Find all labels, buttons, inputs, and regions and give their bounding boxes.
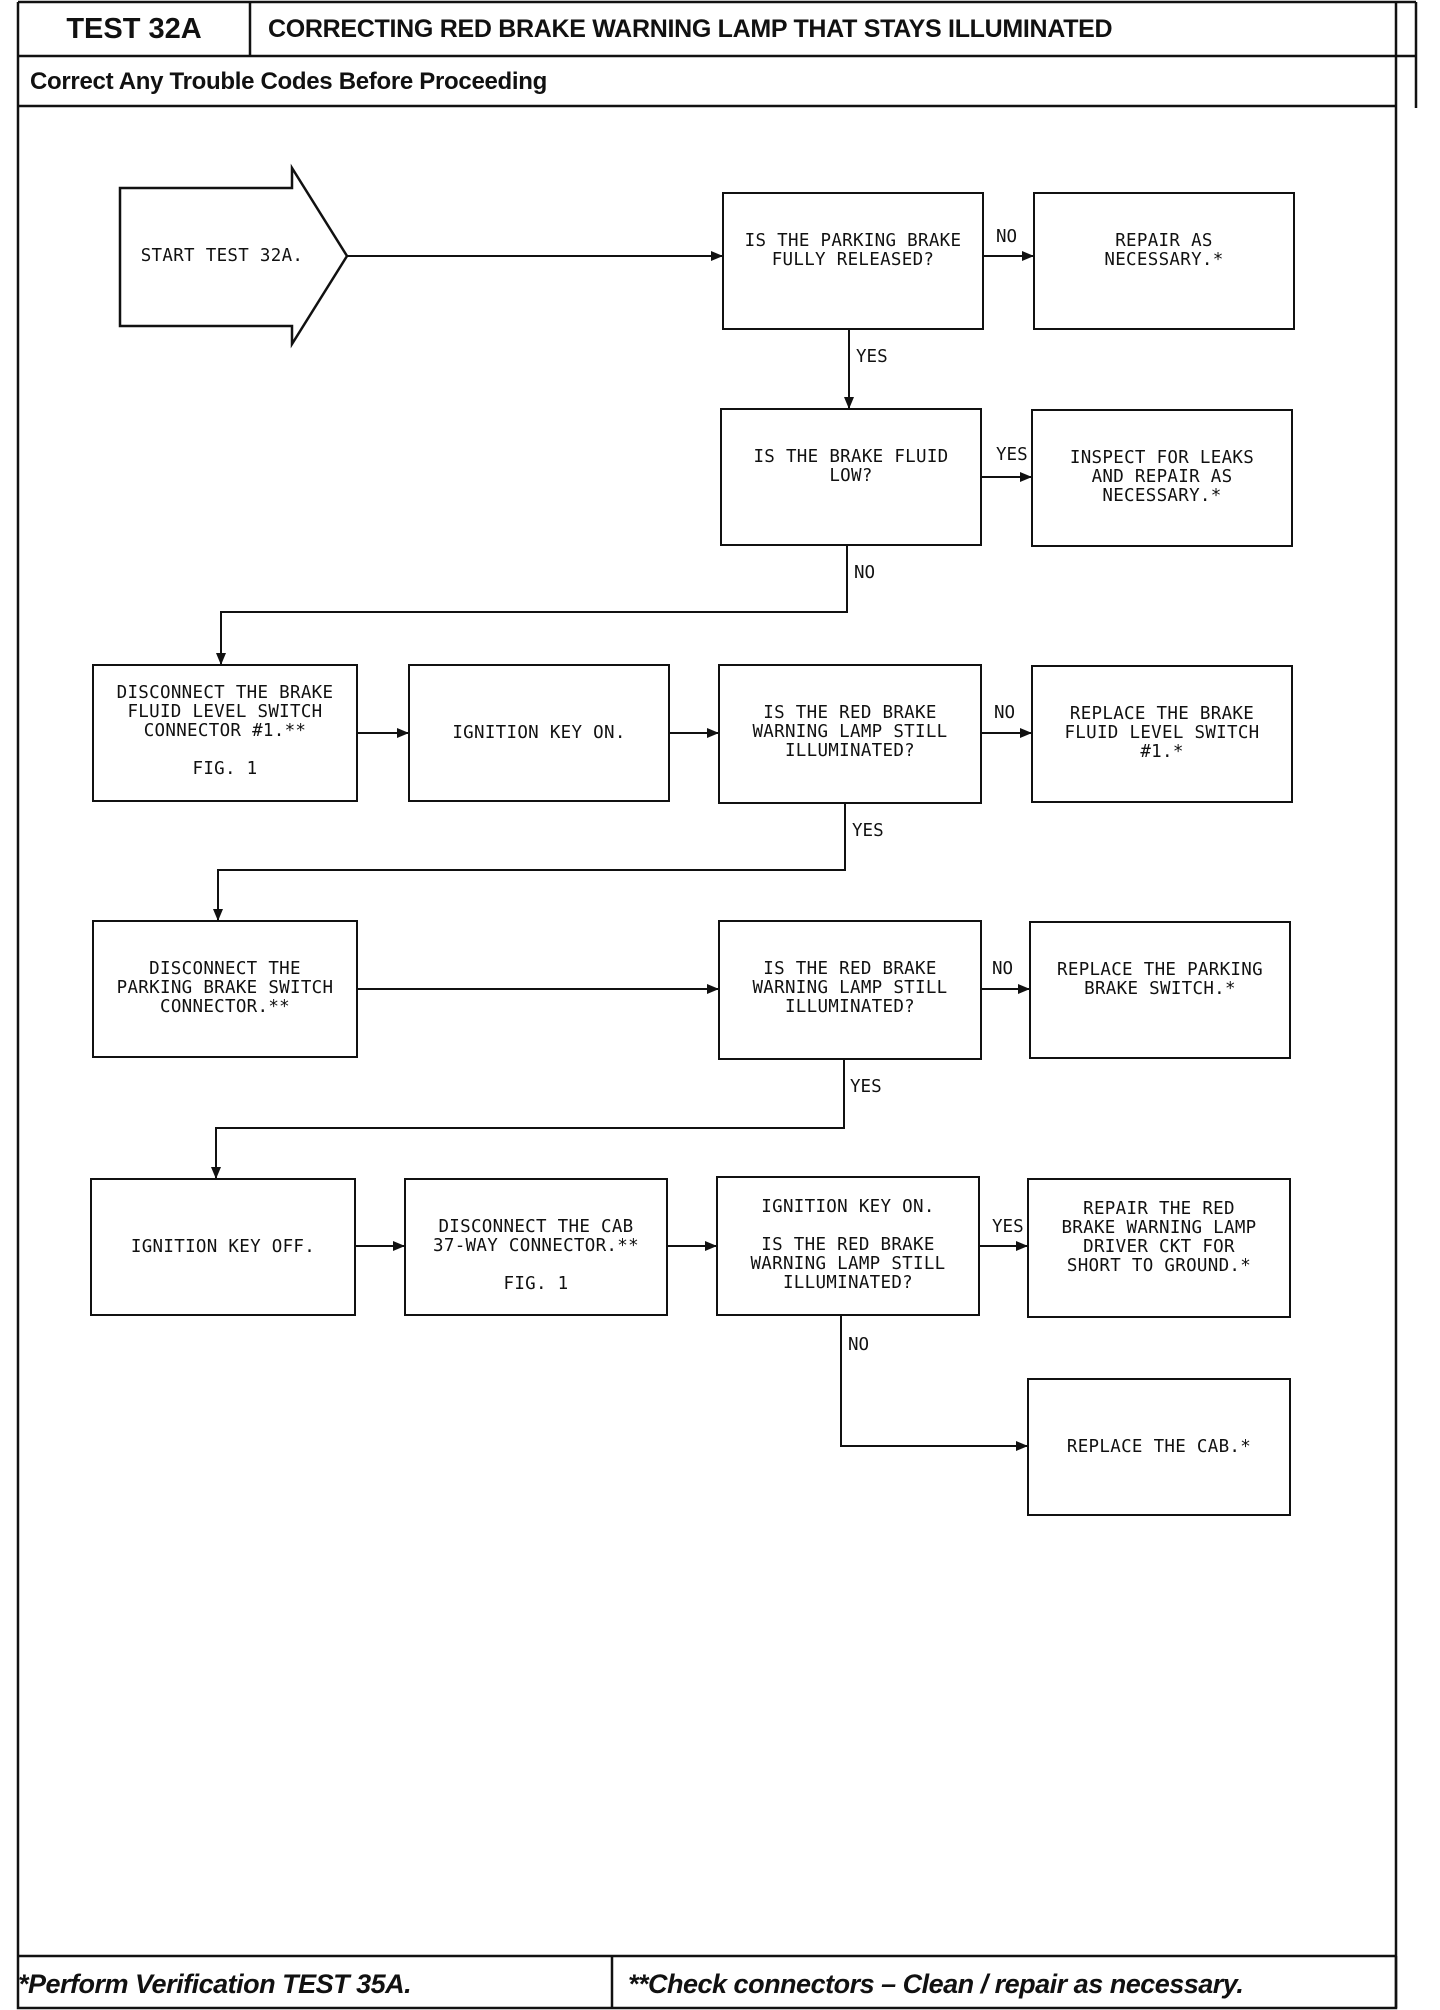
step-disconnect-fluid-level-switch: DISCONNECT THE BRAKE FLUID LEVEL SWITCH … — [92, 664, 358, 802]
edge-label-no: NO — [992, 959, 1014, 979]
start-test-label: START TEST 32A. — [140, 245, 304, 266]
footnote-connectors: **Check connectors – Clean / repair as n… — [628, 1968, 1244, 1999]
test-id-label: TEST 32A — [66, 12, 202, 45]
edge-label-yes: YES — [996, 445, 1028, 465]
action-repair-driver-circuit: REPAIR THE RED BRAKE WARNING LAMP DRIVER… — [1027, 1178, 1291, 1318]
page-title: CORRECTING RED BRAKE WARNING LAMP THAT S… — [268, 14, 1113, 43]
step-ignition-key-on: IGNITION KEY ON. — [408, 664, 670, 802]
action-repair-as-necessary: REPAIR AS NECESSARY.* — [1033, 192, 1295, 330]
edge-label-no: NO — [994, 703, 1016, 723]
edge-label-yes: YES — [850, 1077, 882, 1097]
decision-lamp-still-illuminated-1: IS THE RED BRAKE WARNING LAMP STILL ILLU… — [718, 664, 982, 804]
action-replace-cab: REPLACE THE CAB.* — [1027, 1378, 1291, 1516]
page-subtitle: Correct Any Trouble Codes Before Proceed… — [30, 68, 547, 95]
step-disconnect-parking-brake-switch: DISCONNECT THE PARKING BRAKE SWITCH CONN… — [92, 920, 358, 1058]
action-inspect-for-leaks: INSPECT FOR LEAKS AND REPAIR AS NECESSAR… — [1031, 409, 1293, 547]
edge-label-yes: YES — [992, 1217, 1024, 1237]
edge-label-no: NO — [848, 1335, 870, 1355]
decision-brake-fluid-low: IS THE BRAKE FLUID LOW? — [720, 408, 982, 546]
action-replace-fluid-level-switch: REPLACE THE BRAKE FLUID LEVEL SWITCH #1.… — [1031, 665, 1293, 803]
footnote-verification: *Perform Verification TEST 35A. — [18, 1968, 412, 1999]
edge-label-yes: YES — [852, 821, 884, 841]
decision-lamp-still-illuminated-2: IS THE RED BRAKE WARNING LAMP STILL ILLU… — [718, 920, 982, 1060]
edge-label-no: NO — [854, 563, 876, 583]
start-arrow-shape — [118, 163, 349, 349]
decision-parking-brake-released: IS THE PARKING BRAKE FULLY RELEASED? — [722, 192, 984, 330]
decision-lamp-still-illuminated-3: IGNITION KEY ON. IS THE RED BRAKE WARNIN… — [716, 1176, 980, 1316]
step-disconnect-cab-connector: DISCONNECT THE CAB 37-WAY CONNECTOR.** F… — [404, 1178, 668, 1316]
step-ignition-key-off: IGNITION KEY OFF. — [90, 1178, 356, 1316]
edge-label-no: NO — [996, 227, 1018, 247]
action-replace-parking-brake-switch: REPLACE THE PARKING BRAKE SWITCH.* — [1029, 921, 1291, 1059]
edge-label-yes: YES — [856, 347, 888, 367]
